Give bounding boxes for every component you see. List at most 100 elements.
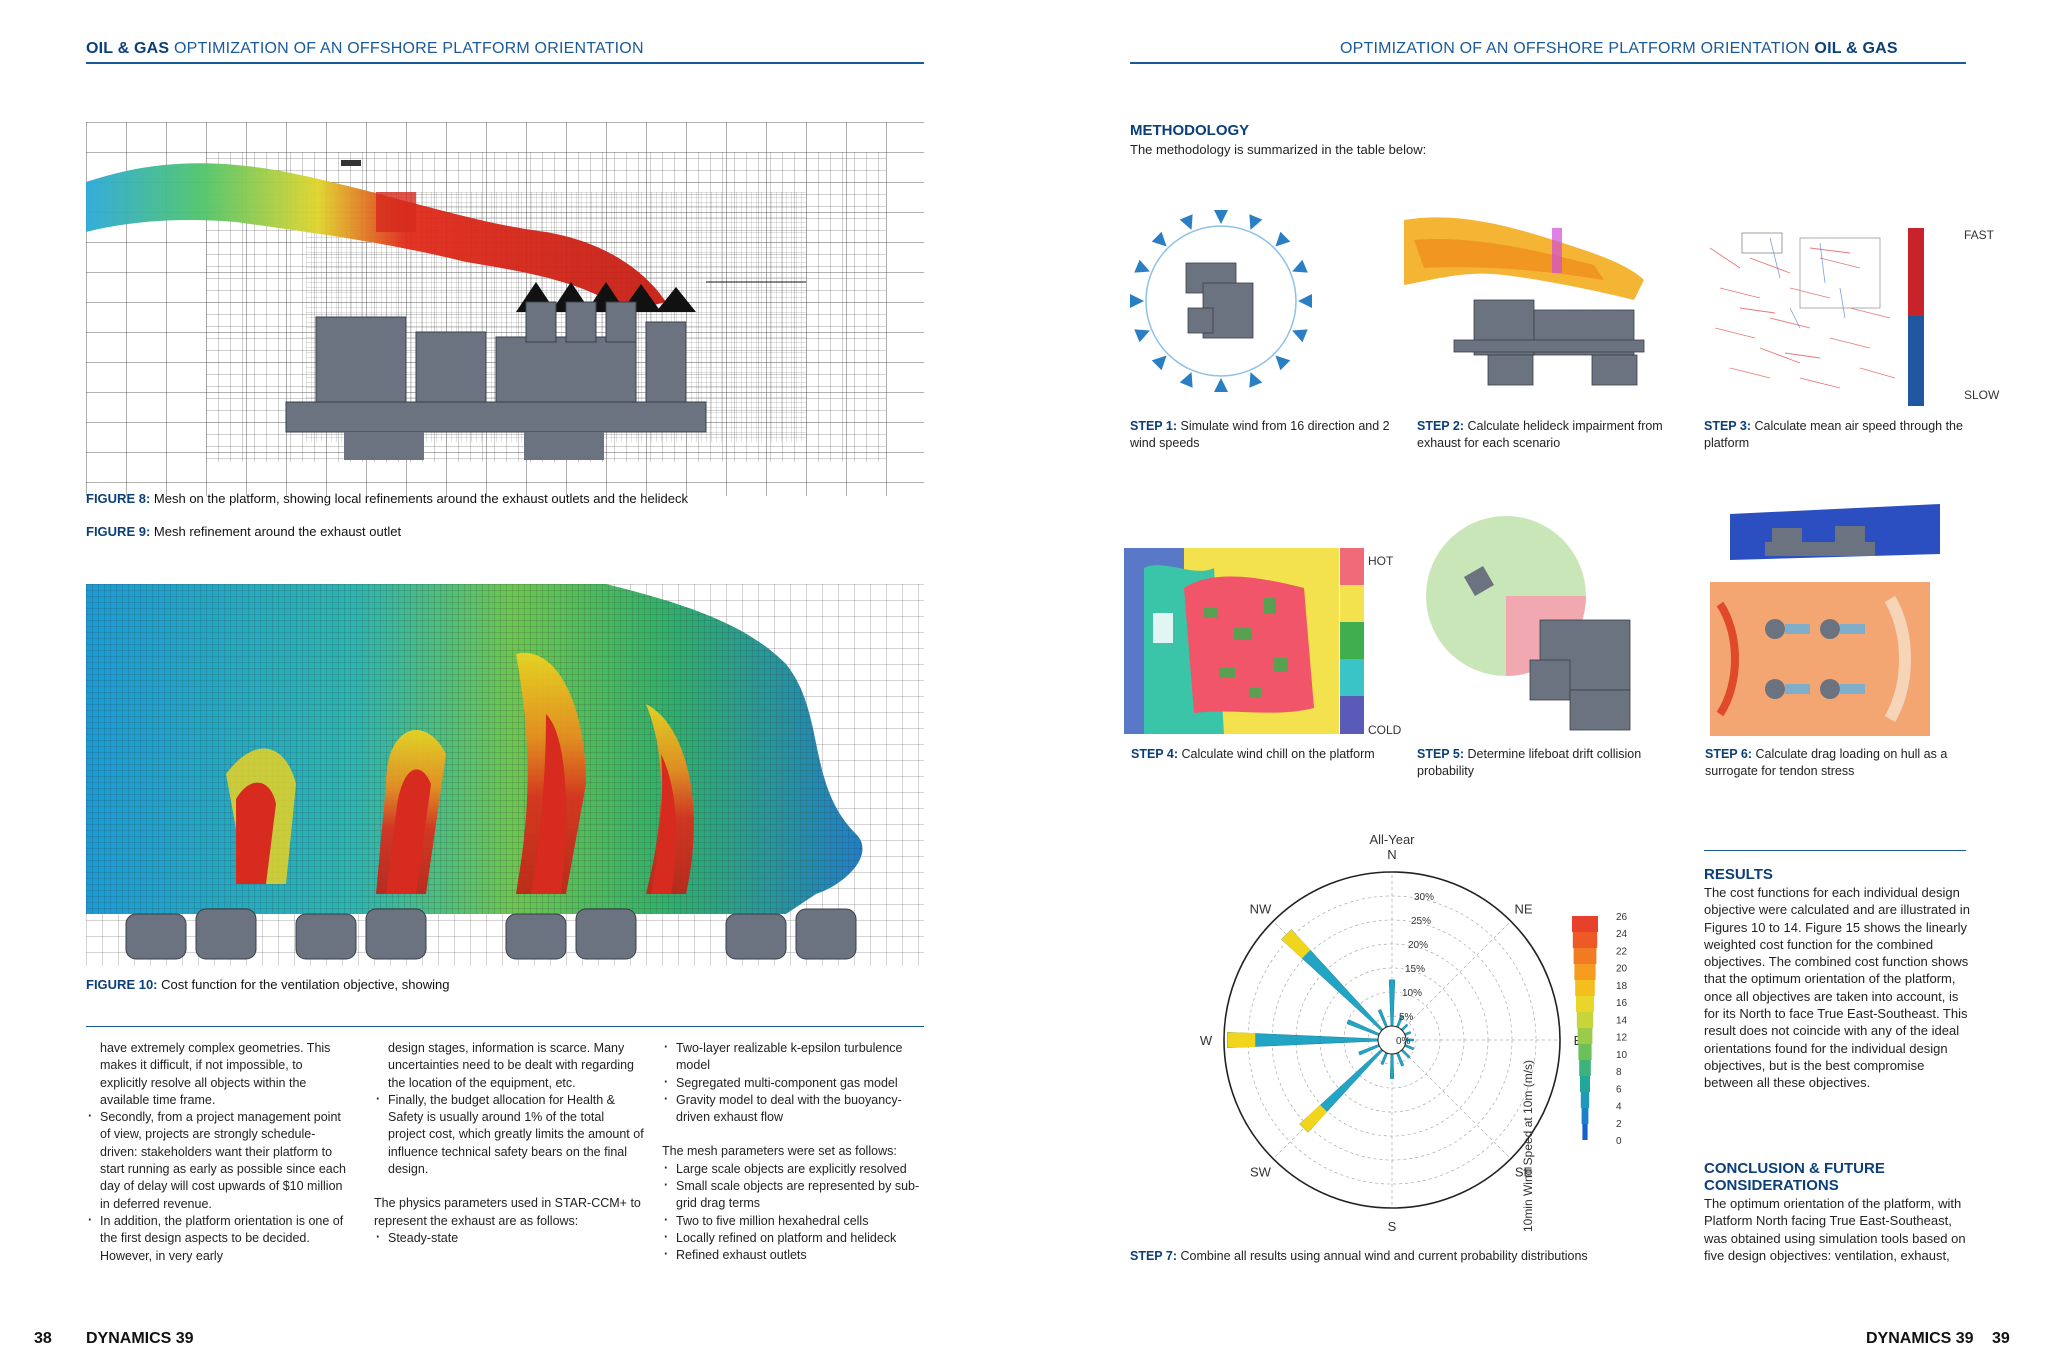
wind-direction-arrow-icon [1151,355,1167,371]
wind-direction-arrow-icon [1292,259,1308,273]
windrose-petal-tip [1299,1104,1328,1133]
step-4-image [1124,548,1374,734]
step-3-image [1700,228,1940,406]
colorbar-tick-label: 26 [1616,912,1628,923]
right-header-title: OPTIMIZATION OF AN OFFSHORE PLATFORM ORI… [1340,40,1810,57]
left-header-title: OPTIMIZATION OF AN OFFSHORE PLATFORM ORI… [173,40,644,57]
right-header-brand: OIL & GAS [1814,40,1898,57]
slow-legend-label: SLOW [1964,388,2000,402]
wind-direction-arrow-icon [1179,372,1193,388]
figure-9-label: FIGURE 9: [86,524,151,539]
cold-legend-label: COLD [1368,723,1402,737]
col3-para-1: The mesh parameters were set as follows: [662,1144,897,1159]
figure-8-mesh-image [86,122,924,496]
ring-label: 15% [1405,964,1425,975]
col3-bullet-4: Large scale objects are explicitly resol… [662,1160,932,1178]
colorbar-tick-label: 20 [1616,964,1628,975]
colorbar-tick-label: 10 [1616,1050,1628,1061]
step-5-text: Determine lifeboat drift collision proba… [1417,747,1642,778]
col2-bullet-1: Finally, the budget allocation for Healt… [374,1091,644,1178]
step-2-caption: STEP 2: Calculate helideck impairment fr… [1417,418,1687,452]
windrose-petal [1400,1048,1411,1059]
col2-para-1: design stages, information is scarce. Ma… [388,1041,634,1090]
right-page-number: 39 [1992,1330,2010,1347]
figure-9-text: Mesh refinement around the exhaust outle… [153,524,402,539]
step-6-caption: STEP 6: Calculate drag loading on hull a… [1705,746,1975,780]
step-3-text: Calculate mean air speed through the pla… [1704,419,1963,450]
step-7-label: STEP 7: [1130,1249,1178,1263]
ring-label: 20% [1408,940,1428,951]
figure-10-text: Cost function for the ventilation object… [161,977,450,992]
wind-direction-arrow-icon [1292,329,1308,343]
step-7-text: Combine all results using annual wind an… [1180,1249,1588,1263]
body-column-3: Two-layer realizable k-epsilon turbulenc… [662,1039,932,1265]
step-1-label: STEP 1: [1130,419,1178,433]
compass-direction-label: NW [1250,901,1272,916]
left-header-rule [86,62,924,64]
step-5-image [1420,510,1652,736]
figure-10-caption: FIGURE 10: Cost function for the ventila… [86,977,449,992]
right-magazine-name: DYNAMICS 39 [1866,1330,1974,1347]
colorbar-tick-label: 4 [1616,1102,1622,1113]
col1-bullet-2: In addition, the platform orientation is… [86,1212,348,1265]
wind-direction-arrow-icon [1179,214,1193,230]
step-7-caption: STEP 7: Combine all results using annual… [1130,1248,1650,1265]
windrose-petal [1377,1009,1388,1028]
colorbar-tick-label: 6 [1616,1084,1622,1095]
colorbar-axis-label: 10min Wind Speed at 10m (m/s) [1521,1060,1535,1232]
left-running-header: OIL & GAS OPTIMIZATION OF AN OFFSHORE PL… [86,40,644,58]
colorbar-tick-label: 24 [1616,929,1628,940]
hot-legend-label: HOT [1368,554,1394,568]
step-6-text: Calculate drag loading on hull as a surr… [1705,747,1948,778]
left-body-rule [86,1026,924,1027]
step-6-image [1710,504,1960,736]
windrose-petal-tip [1281,929,1311,959]
step-5-caption: STEP 5: Determine lifeboat drift collisi… [1417,746,1667,780]
conclusion-heading: CONCLUSION & FUTURE CONSIDERATIONS [1704,1160,1885,1194]
wind-direction-arrow-icon [1298,294,1312,308]
colorbar-tick-label: 16 [1616,998,1628,1009]
figure-10-label: FIGURE 10: [86,977,158,992]
colorbar-tick-label: 12 [1616,1033,1628,1044]
wind-direction-arrow-icon [1275,355,1291,371]
figure-9-plume-image [86,584,924,966]
windrose-petal [1380,1052,1388,1066]
windrose-petal [1389,1053,1395,1079]
methodology-intro: The methodology is summarized in the tab… [1130,142,1427,157]
compass-direction-label: N [1387,847,1396,862]
left-magazine-name: DYNAMICS 39 [86,1330,194,1347]
left-header-brand: OIL & GAS [86,40,170,57]
right-header-rule [1130,62,1966,64]
step-4-label: STEP 4: [1131,747,1179,761]
step-6-label: STEP 6: [1705,747,1753,761]
col3-bullet-6: Two to five million hexahedral cells [662,1212,932,1230]
ring-label: 25% [1411,916,1431,927]
compass-direction-label: SE [1515,1165,1533,1180]
compass-direction-label: SW [1250,1165,1272,1180]
step-2-image [1404,210,1648,400]
figure-8-text: Mesh on the platform, showing local refi… [153,491,688,506]
wind-direction-arrow-icon [1134,259,1150,273]
col3-bullet-5: Small scale objects are represented by s… [662,1177,932,1213]
step-7-windrose: All-Year NNEESESSWWNW 0%5%10%15%20%25%30… [1140,826,1670,1254]
body-column-1: have extremely complex geometries. This … [86,1040,348,1265]
col3-bullet-7: Locally refined on platform and helideck [662,1229,932,1247]
results-rule [1704,850,1966,851]
step-5-label: STEP 5: [1417,747,1465,761]
step-3-label: STEP 3: [1704,419,1752,433]
step-2-text: Calculate helideck impairment from exhau… [1417,419,1663,450]
step-4-caption: STEP 4: Calculate wind chill on the plat… [1131,746,1381,763]
wind-direction-arrow-icon [1214,210,1228,224]
wind-direction-arrow-icon [1249,372,1263,388]
wind-direction-arrow-icon [1275,231,1291,247]
col3-bullet-3: Gravity model to deal with the buoyancy-… [662,1091,932,1127]
colorbar-tick-label: 8 [1616,1067,1622,1078]
figure-8-caption: FIGURE 8: Mesh on the platform, showing … [86,491,688,506]
compass-direction-label: W [1200,1033,1213,1048]
methodology-heading: METHODOLOGY [1130,122,1250,139]
results-text: The cost functions for each individual d… [1704,885,1970,1091]
col1-para-1: have extremely complex geometries. This … [100,1041,331,1107]
wind-direction-arrow-icon [1134,329,1150,343]
fast-legend-label: FAST [1964,228,1995,242]
col1-bullet-1: Secondly, from a project management poin… [86,1108,348,1213]
